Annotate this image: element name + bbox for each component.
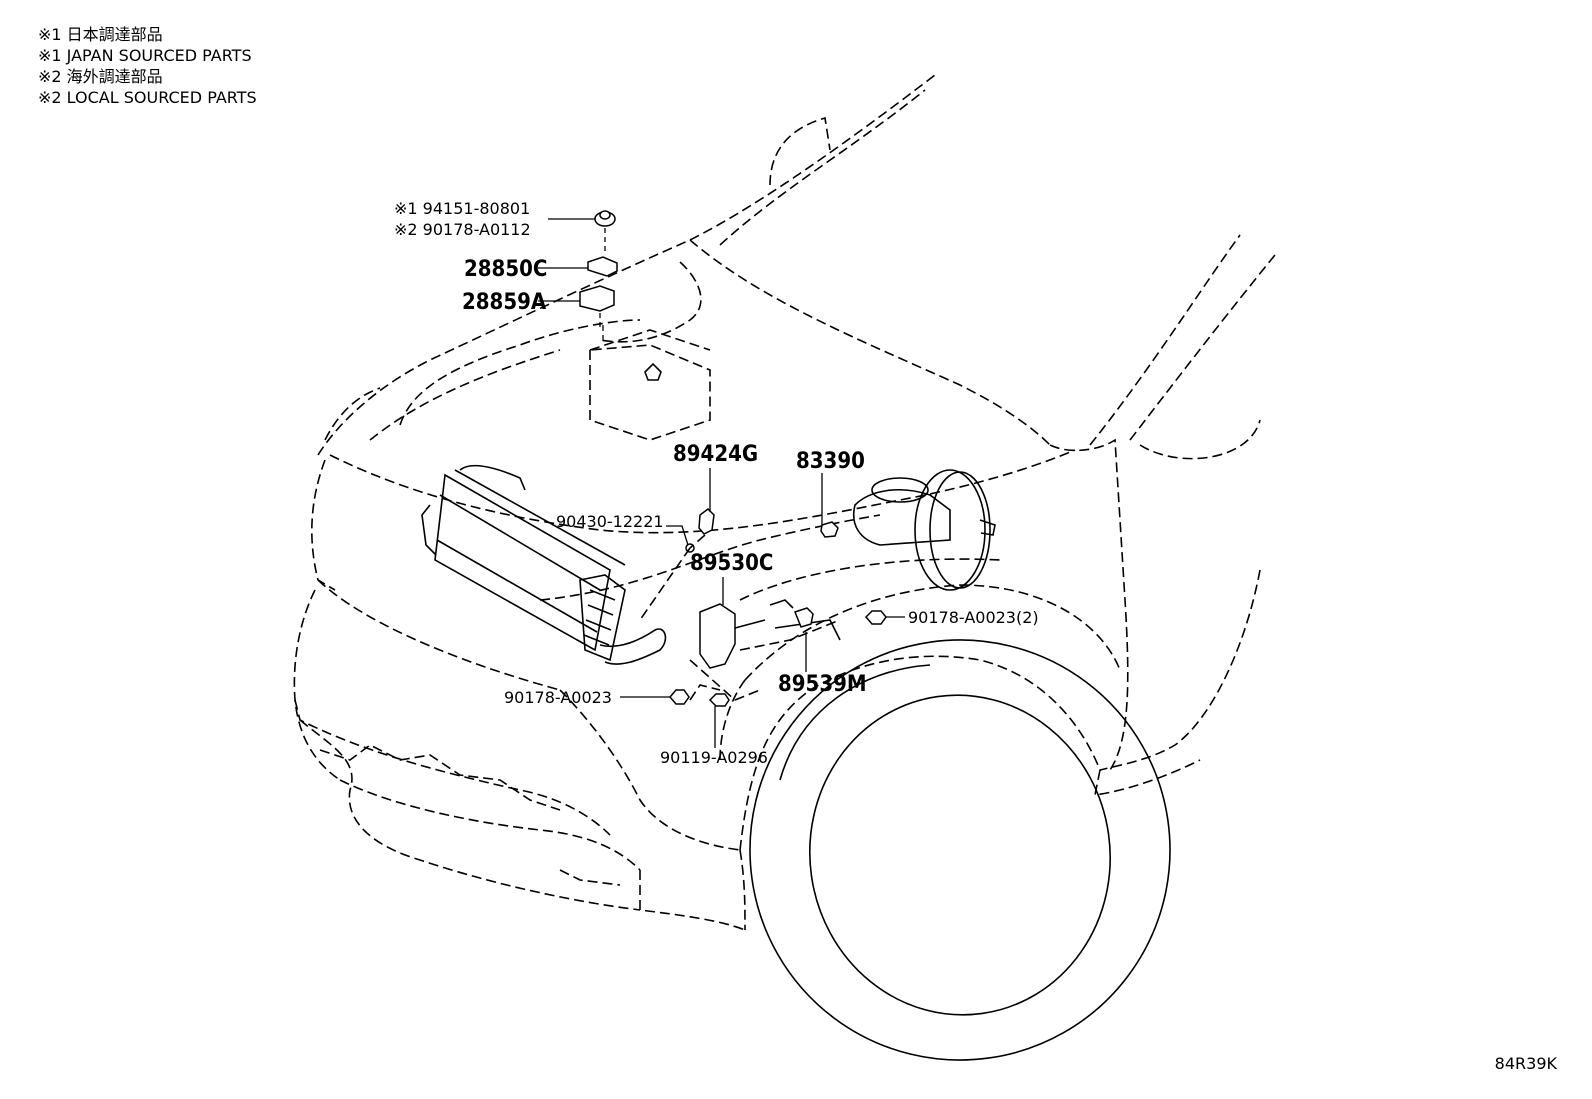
link-89539m-icon	[769, 599, 841, 641]
label-94151-80801[interactable]: ※1 94151-80801	[394, 199, 530, 218]
nut-90178-a0023-icon	[669, 689, 690, 705]
front-wheel	[749, 639, 1171, 1061]
legend-line: ※2 LOCAL SOURCED PARTS	[38, 88, 257, 107]
battery	[589, 325, 711, 441]
clip-94151-icon	[594, 210, 616, 255]
label-89424g[interactable]: 89424G	[673, 442, 758, 467]
part-labels: ※1 94151-80801 ※2 90178-A0112 28850C 288…	[394, 199, 1039, 767]
bracket-28850c-icon	[587, 256, 618, 277]
brake-booster	[853, 469, 996, 591]
legend-line: ※2 海外調達部品	[38, 67, 163, 86]
label-90119-a0296[interactable]: 90119-A0296	[660, 748, 768, 767]
label-89530c[interactable]: 89530C	[690, 551, 773, 576]
legend-line: ※1 JAPAN SOURCED PARTS	[38, 46, 252, 65]
label-90178-a0023-2[interactable]: 90178-A0023(2)	[908, 608, 1039, 627]
sensor-89424g-icon	[698, 508, 715, 535]
leader-lines	[538, 218, 905, 748]
label-90430-12221[interactable]: 90430-12221	[556, 512, 664, 531]
label-28850c[interactable]: 28850C	[464, 257, 547, 282]
sensor-89530c-icon	[699, 603, 766, 669]
vehicle-outline	[293, 74, 1276, 931]
diagram-code: 84R39K	[1494, 1054, 1557, 1073]
legend: ※1 日本調達部品 ※1 JAPAN SOURCED PARTS ※2 海外調達…	[38, 24, 257, 108]
sensor-28859a-icon	[579, 285, 615, 330]
legend-line: ※1 日本調達部品	[38, 25, 163, 44]
label-90178-a0023[interactable]: 90178-A0023	[504, 688, 612, 707]
bolt-90119-icon	[708, 693, 730, 707]
radiator	[421, 464, 667, 665]
label-83390[interactable]: 83390	[796, 449, 865, 474]
label-90178-a0112[interactable]: ※2 90178-A0112	[394, 220, 531, 239]
fastener-83390-icon	[820, 521, 839, 538]
label-89539m[interactable]: 89539M	[778, 672, 867, 697]
assembly-guidelines	[639, 534, 841, 701]
label-28859a[interactable]: 28859A	[462, 290, 547, 315]
nut-90178-a0023-2-icon	[864, 610, 887, 625]
